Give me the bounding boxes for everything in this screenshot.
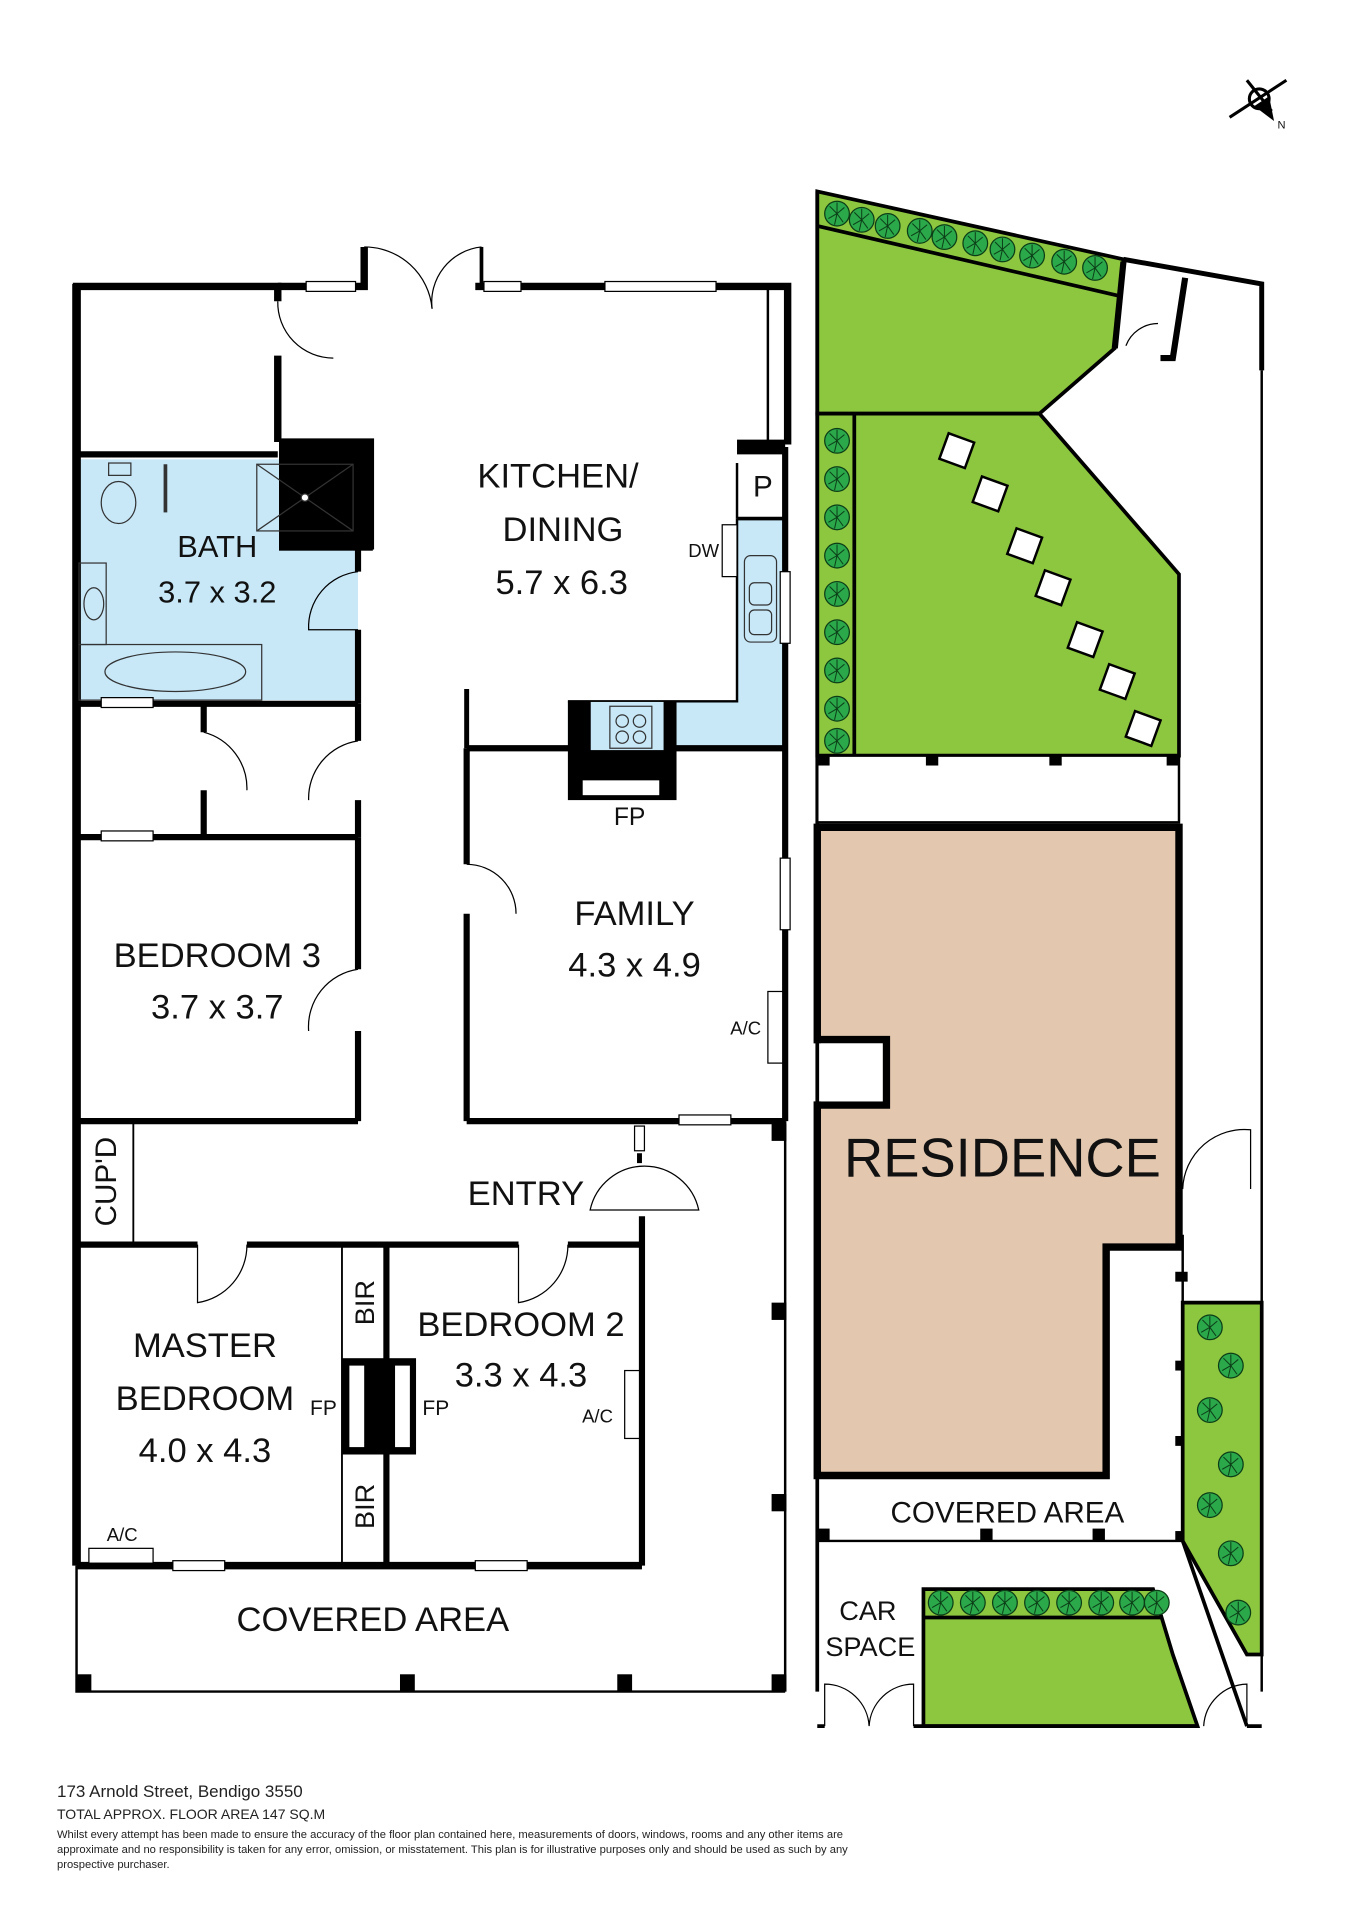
windows xyxy=(100,280,791,1572)
kitchen-size: 5.7 x 6.3 xyxy=(495,564,628,602)
covered-area-side-label: COVERED AREA xyxy=(891,1496,1125,1529)
covered-area-main-label: COVERED AREA xyxy=(237,1601,510,1639)
property-address: 173 Arnold Street, Bendigo 3550 xyxy=(57,1782,303,1801)
plan-footer: 173 Arnold Street, Bendigo 3550 TOTAL AP… xyxy=(57,1782,857,1873)
ac-unit-master xyxy=(88,1547,154,1564)
north-label: N xyxy=(1277,119,1285,131)
dishwasher xyxy=(721,524,738,578)
dishwasher-label: DW xyxy=(688,540,719,561)
fp-bed2-label: FP xyxy=(422,1397,449,1420)
ac-bed2-label: A/C xyxy=(582,1405,613,1426)
ac-master-label: A/C xyxy=(107,1524,138,1545)
bedroom3-label: BEDROOM 3 xyxy=(114,937,321,975)
ac-unit-family xyxy=(767,990,784,1064)
pillars xyxy=(76,1123,787,1692)
car-space-label-2: SPACE xyxy=(825,1631,915,1662)
bedroom2-size: 3.3 x 4.3 xyxy=(455,1357,588,1395)
bir-top-label: BIR xyxy=(349,1280,380,1325)
car-space-label: CAR xyxy=(839,1595,896,1626)
entry-label: ENTRY xyxy=(468,1175,584,1213)
bir-bottom-label: BIR xyxy=(349,1484,380,1529)
residence-label: RESIDENCE xyxy=(844,1128,1161,1189)
bath-size: 3.7 x 3.2 xyxy=(158,575,276,610)
master-label: MASTER xyxy=(133,1327,277,1365)
family-label: FAMILY xyxy=(574,895,694,933)
family-size: 4.3 x 4.9 xyxy=(568,947,701,985)
bath-label: BATH xyxy=(177,529,257,564)
north-compass-icon: N xyxy=(1228,78,1288,131)
ac-family-label: A/C xyxy=(730,1018,761,1039)
total-floor-area: TOTAL APPROX. FLOOR AREA 147 SQ.M xyxy=(57,1806,326,1822)
pantry-label: P xyxy=(753,470,773,503)
cupd-label: CUP'D xyxy=(90,1137,123,1227)
door-swings xyxy=(196,246,700,1304)
bedroom2-label: BEDROOM 2 xyxy=(417,1306,624,1344)
cooktop-icon xyxy=(609,705,653,749)
fp-master-label: FP xyxy=(310,1397,337,1420)
master-size: 4.0 x 4.3 xyxy=(139,1432,272,1470)
kitchen-label: KITCHEN/ xyxy=(477,458,639,496)
disclaimer: Whilst every attempt has been made to en… xyxy=(57,1829,848,1871)
bath-fixtures xyxy=(78,462,354,701)
fp-family-label: FP xyxy=(614,804,646,831)
master-label-2: BEDROOM xyxy=(116,1380,295,1418)
bedroom3-size: 3.7 x 3.7 xyxy=(151,989,284,1027)
kitchen-label-2: DINING xyxy=(502,511,623,549)
sink-icon xyxy=(743,555,778,643)
site-plan xyxy=(813,189,1265,1729)
ac-unit-bed2 xyxy=(624,1369,641,1440)
